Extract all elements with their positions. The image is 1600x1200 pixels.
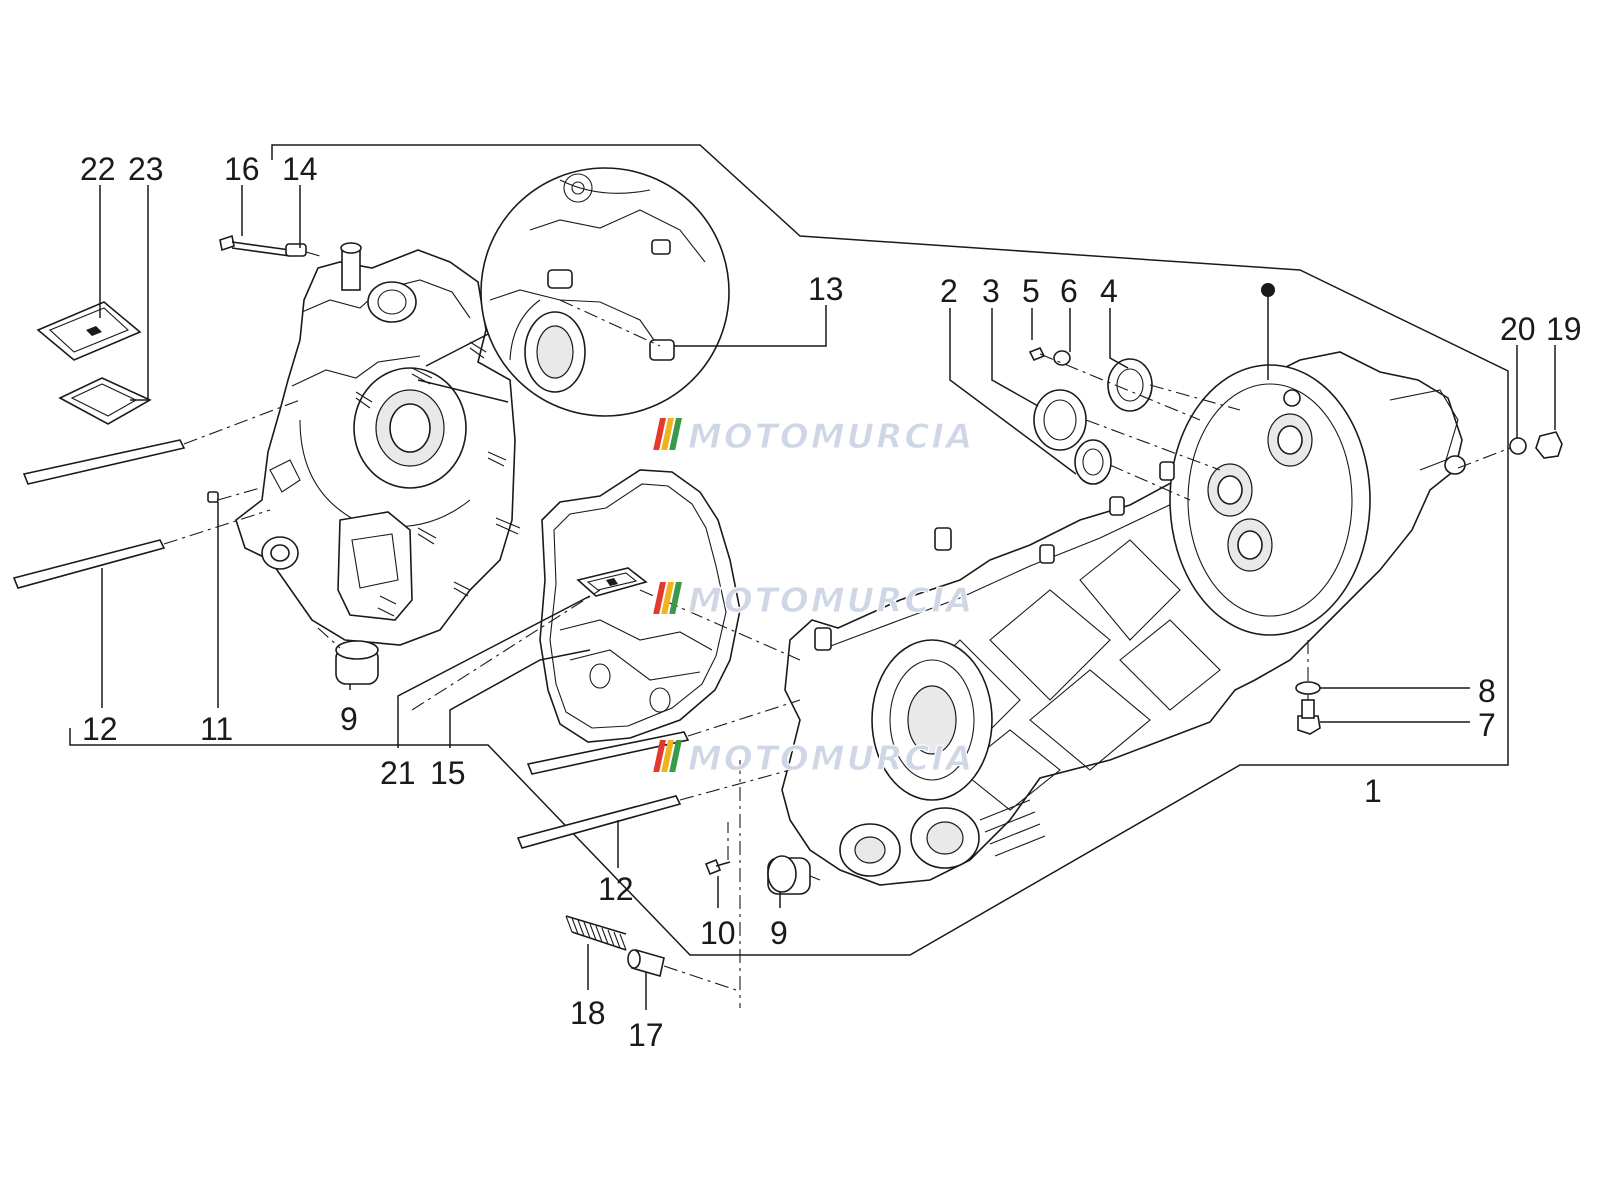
group-bracket-lines <box>69 144 1509 956</box>
watermark-1: MOTOMURCIA <box>653 417 974 458</box>
callout-15: 15 <box>430 755 466 791</box>
cover-23 <box>58 377 152 425</box>
cover-22 <box>36 301 142 361</box>
bushing-9-left <box>317 627 379 685</box>
callout-22: 22 <box>80 151 116 187</box>
watermark-text: MOTOMURCIA <box>688 581 974 621</box>
callout-16: 16 <box>224 151 260 187</box>
drain-plug-19-20 <box>1457 431 1563 469</box>
watermark-text: MOTOMURCIA <box>688 417 974 457</box>
callout-1: 1 <box>1364 773 1382 809</box>
crankcase-gasket <box>539 469 741 743</box>
callout-10: 10 <box>700 915 736 951</box>
stud-bolts-12 <box>12 399 801 849</box>
callout-12-left: 12 <box>82 711 118 747</box>
callout-14: 14 <box>282 151 318 187</box>
callout-5: 5 <box>1022 273 1040 309</box>
callout-9-left: 9 <box>340 701 358 737</box>
bearings-and-seals <box>1028 346 1241 501</box>
callout-6: 6 <box>1060 273 1078 309</box>
callout-3: 3 <box>982 273 1000 309</box>
callout-18: 18 <box>570 995 606 1031</box>
callout-8: 8 <box>1478 673 1496 709</box>
callout-labels: 22 23 16 14 13 2 3 5 6 4 20 19 8 7 1 12 … <box>80 151 1582 1053</box>
screw-10 <box>704 858 731 876</box>
callout-17: 17 <box>628 1017 664 1053</box>
callout-19: 19 <box>1546 311 1582 347</box>
callout-21: 21 <box>380 755 416 791</box>
spring-18 <box>565 915 627 951</box>
watermark-2: MOTOMURCIA <box>653 581 974 622</box>
callout-13: 13 <box>808 271 844 307</box>
pin-11 <box>207 487 261 503</box>
callout-11: 11 <box>200 711 233 747</box>
callout-leaders <box>99 185 1556 1010</box>
check-plate-21 <box>576 567 648 597</box>
watermark-text: MOTOMURCIA <box>688 739 974 779</box>
right-crankcase-half <box>781 351 1466 886</box>
bolt-7-washer-8 <box>1295 640 1321 735</box>
plunger-17 <box>627 948 737 991</box>
callout-7: 7 <box>1478 707 1496 743</box>
callout-23: 23 <box>128 151 164 187</box>
callout-20: 20 <box>1500 311 1536 347</box>
watermark-3: MOTOMURCIA <box>653 739 974 780</box>
callout-12-lower: 12 <box>598 871 634 907</box>
callout-9-right: 9 <box>770 915 788 951</box>
pin-14 <box>285 243 321 257</box>
callout-2: 2 <box>940 273 958 309</box>
detail-magnifier <box>417 167 827 417</box>
callout-4: 4 <box>1100 273 1118 309</box>
left-crankcase-half <box>235 242 521 646</box>
screw-16 <box>219 234 291 257</box>
bushing-9-right <box>767 855 821 895</box>
